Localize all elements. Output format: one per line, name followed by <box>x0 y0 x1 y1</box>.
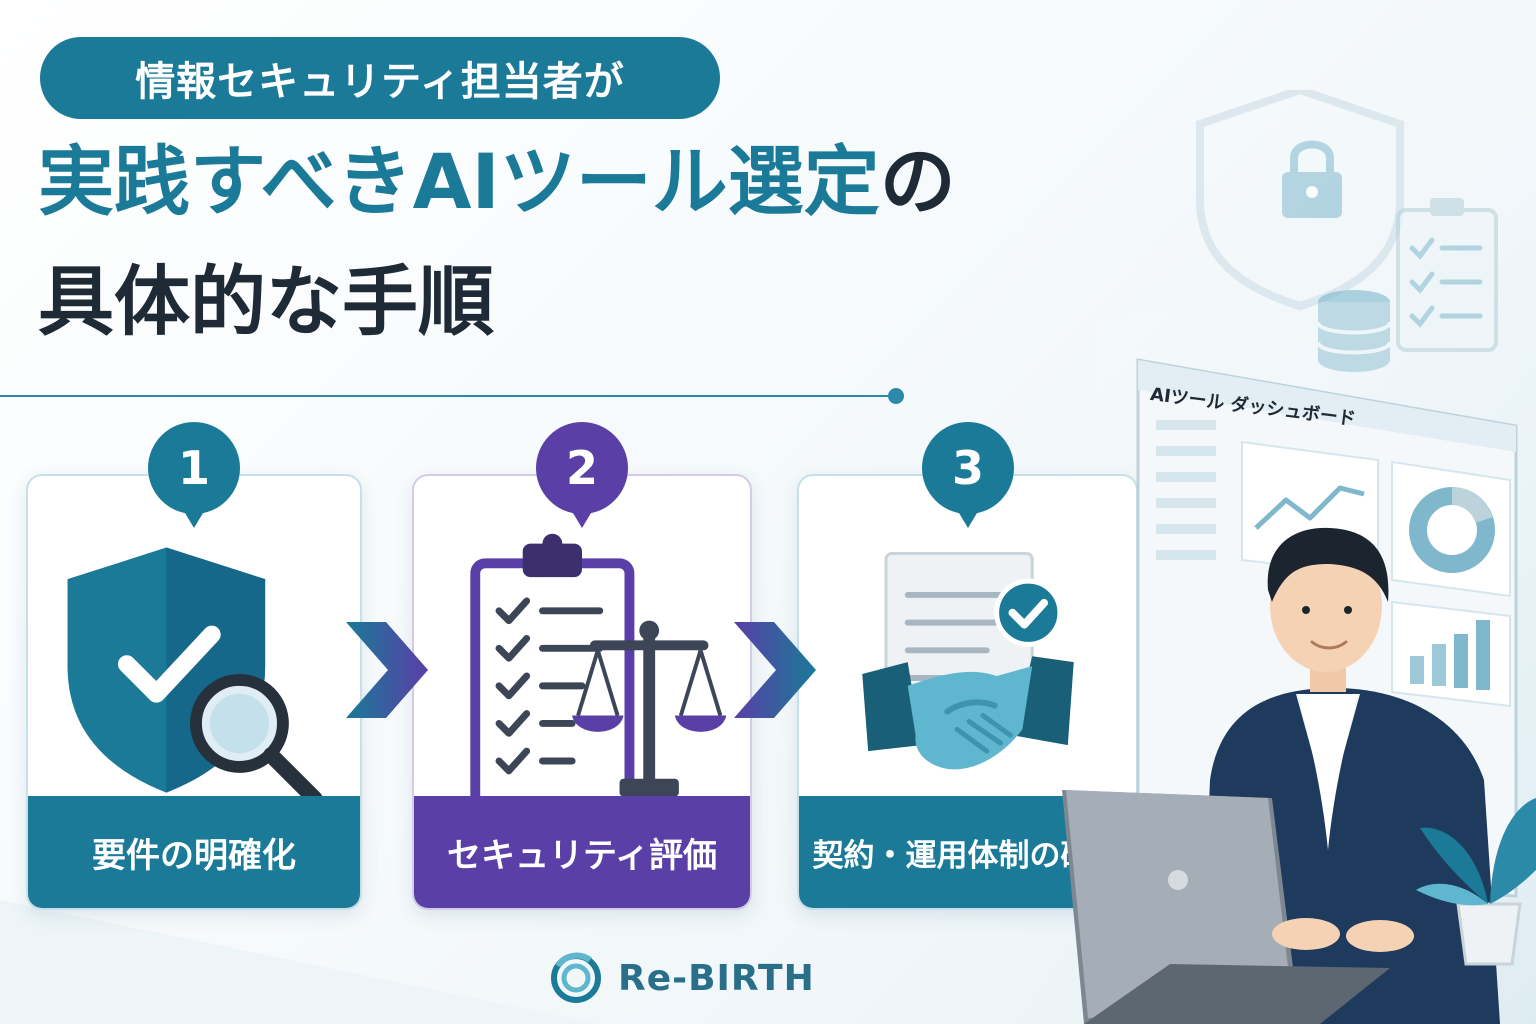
step-number-3: 3 <box>951 441 984 495</box>
plant-icon <box>1416 798 1536 966</box>
title-main: 実践すべきAIツール選定 <box>38 137 880 226</box>
step-card-1: 要件の明確化 <box>26 474 362 910</box>
donut-chart-icon <box>1391 460 1511 598</box>
chevron-right-icon <box>346 622 428 718</box>
re-birth-logo-mark <box>551 952 601 1003</box>
subtitle-pill: 情報セキュリティ担当者が <box>40 37 720 119</box>
step-card-2: セキュリティ評価 <box>412 474 752 910</box>
title-tail: の <box>879 137 956 226</box>
handshake-document-icon <box>862 551 1074 770</box>
clipboard-scale-icon <box>470 533 727 812</box>
person-with-dashboard-illustration <box>1062 90 1536 1024</box>
scale-icon <box>572 620 727 797</box>
step-label-2: セキュリティ評価 <box>414 796 750 908</box>
step-number-1: 1 <box>177 441 210 495</box>
step-card-3: 契約・運用体制の確認 <box>797 474 1138 910</box>
checklist-icon <box>1396 198 1498 352</box>
shield-check-magnifier-icon <box>67 547 323 807</box>
shield-lock-icon <box>1196 90 1404 311</box>
subtitle-text: 情報セキュリティ担当者が <box>135 59 625 105</box>
divider-dot <box>888 388 904 404</box>
divider-line <box>0 395 892 397</box>
step-number-2: 2 <box>565 441 598 495</box>
page-title-line-1: 実践すべきAIツール選定の <box>38 140 1238 224</box>
brand-name: Re-BIRTH <box>618 957 815 999</box>
bar-chart-icon <box>1391 600 1511 708</box>
page-title-line-2: 具体的な手順 <box>38 257 494 346</box>
step-label-1: 要件の明確化 <box>28 796 360 908</box>
step-number-badge-3: 3 <box>920 420 1016 530</box>
brand-logo: Re-BIRTH <box>550 950 815 1006</box>
step-number-badge-1: 1 <box>146 420 242 530</box>
laptop-icon <box>1062 790 1390 1024</box>
step-number-badge-2: 2 <box>534 420 630 530</box>
chevron-right-icon <box>734 622 816 718</box>
database-icon <box>1316 290 1392 372</box>
